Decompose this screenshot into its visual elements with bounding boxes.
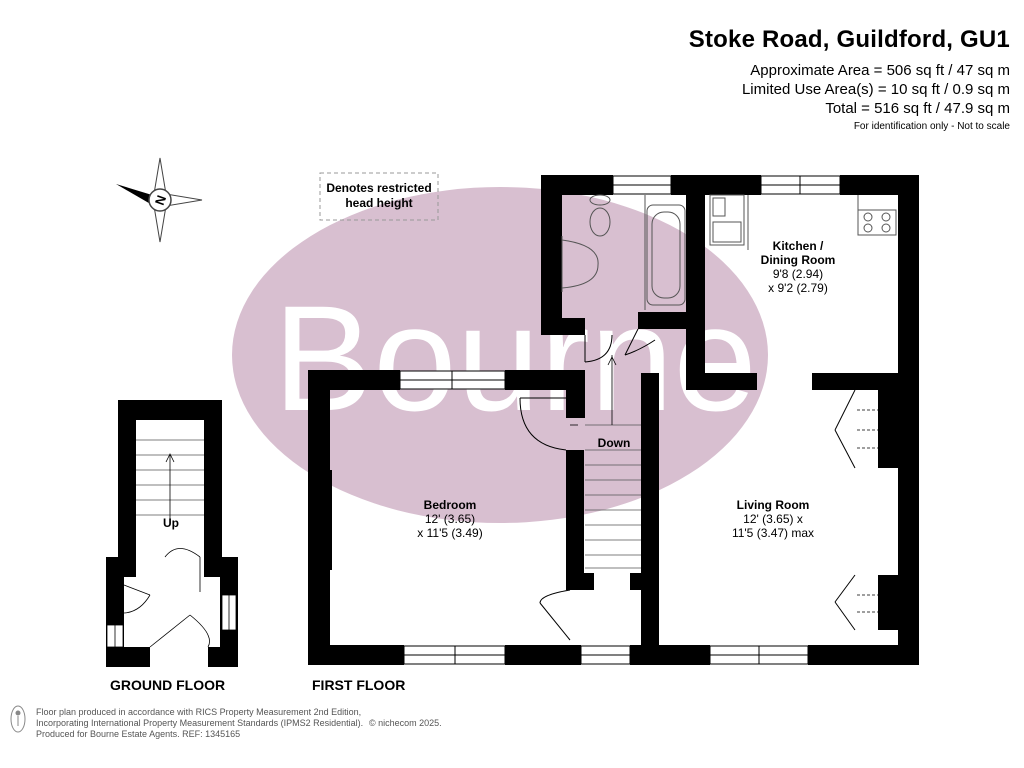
kitchen-name-1: Kitchen / bbox=[773, 239, 824, 253]
doors bbox=[519, 328, 856, 641]
ground-floor-details bbox=[106, 439, 237, 648]
first-floor-walls bbox=[308, 175, 919, 665]
living-room-name: Living Room bbox=[737, 498, 810, 512]
identification-note: For identification only - Not to scale bbox=[853, 121, 1010, 132]
kitchen-name-2: Dining Room bbox=[761, 253, 836, 267]
footer-line-3: Produced for Bourne Estate Agents. REF: … bbox=[36, 729, 241, 739]
total-area: Total = 516 sq ft / 47.9 sq m bbox=[825, 100, 1010, 117]
living-room-dim-1: 12' (3.65) x bbox=[743, 512, 803, 526]
bathroom-fixtures bbox=[561, 194, 686, 310]
stairs-up-label: Up bbox=[163, 516, 179, 530]
legend-line-1: Denotes restricted bbox=[326, 181, 431, 195]
ground-floor-label: GROUND FLOOR bbox=[110, 677, 225, 693]
watermark-text: Bourne bbox=[273, 274, 757, 442]
first-floor-label: FIRST FLOOR bbox=[312, 677, 405, 693]
stairs-down-label: Down bbox=[598, 436, 631, 450]
footer-copyright: © nichecom 2025. bbox=[369, 718, 442, 728]
windows bbox=[399, 175, 841, 665]
cupboards bbox=[857, 409, 896, 613]
kitchen-dim-1: 9'8 (2.94) bbox=[773, 267, 823, 281]
legend-line-2: head height bbox=[345, 196, 412, 210]
limited-use-area: Limited Use Area(s) = 10 sq ft / 0.9 sq … bbox=[741, 81, 1010, 98]
bedroom-dim-2: x 11'5 (3.49) bbox=[417, 526, 482, 540]
restricted-height-legend-box bbox=[319, 172, 439, 221]
bedroom-name: Bedroom bbox=[424, 498, 477, 512]
property-title: Stoke Road, Guildford, GU1 bbox=[688, 26, 1010, 53]
approximate-area: Approximate Area = 506 sq ft / 47 sq m bbox=[750, 62, 1010, 79]
watermark-ellipse bbox=[232, 187, 768, 523]
bedroom-dim-1: 12' (3.65) bbox=[425, 512, 475, 526]
compass-icon: N bbox=[116, 157, 203, 243]
first-floor-stairs bbox=[570, 355, 656, 569]
niche-logo-icon bbox=[10, 705, 26, 733]
kitchen-fixtures bbox=[709, 194, 897, 250]
living-room-dim-2: 11'5 (3.47) max bbox=[732, 526, 814, 540]
footer-line-2: Incorporating International Property Mea… bbox=[36, 718, 364, 728]
footer-line-1: Floor plan produced in accordance with R… bbox=[36, 707, 362, 717]
kitchen-dim-2: x 9'2 (2.79) bbox=[768, 281, 828, 295]
